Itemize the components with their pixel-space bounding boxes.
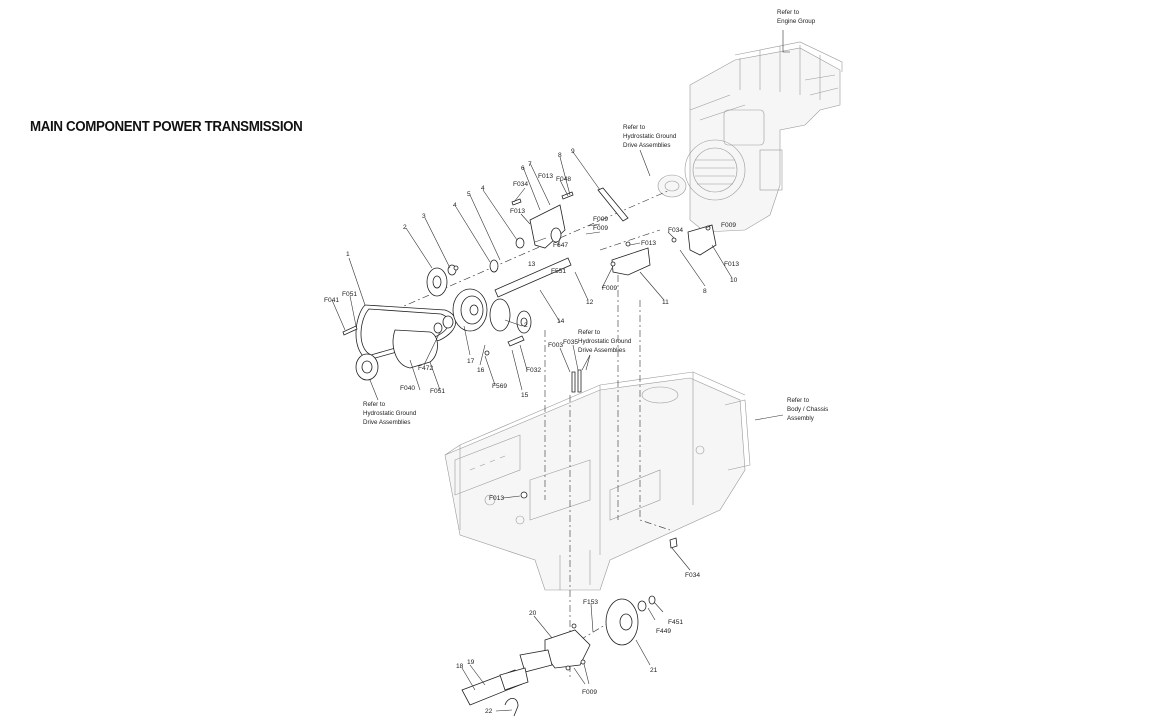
fastener-F003: F003 [548, 342, 563, 349]
chassis-illustration [444, 371, 751, 591]
fastener-F040: F040 [400, 385, 415, 392]
callout-5: 5 [467, 191, 471, 198]
ref-chassis-line3: Assembly [787, 415, 815, 422]
callout-7: 7 [528, 161, 532, 168]
callout-2: 2 [403, 224, 407, 231]
fastener-F153: F153 [583, 599, 598, 606]
fastener-F013: F013 [538, 173, 553, 180]
fastener-F032: F032 [526, 367, 541, 374]
callout-11: 11 [662, 299, 669, 306]
idler-pulley-2 [426, 267, 448, 297]
pulley-right [516, 310, 532, 334]
callout-8: 8 [703, 288, 707, 295]
clutch-pulley [452, 288, 511, 332]
fastener-F034: F034 [513, 181, 528, 188]
callout-19: 19 [467, 659, 475, 666]
callout-18: 18 [456, 663, 464, 670]
callout-20: 20 [529, 610, 537, 617]
callout-22: 22 [485, 708, 493, 715]
fastener-F451: F451 [668, 619, 683, 626]
callout-6: 6 [521, 165, 525, 172]
callout-16: 16 [477, 367, 485, 374]
clip-22 [504, 697, 519, 717]
callout-15: 15 [521, 392, 529, 399]
fastener-F041: F041 [324, 297, 339, 304]
ref-hydro-mid-line1: Refer to [578, 329, 601, 336]
ref-chassis-line1: Refer to [787, 397, 810, 404]
bracket-10 [687, 224, 717, 256]
ref-engine-line1: Refer to [777, 9, 800, 16]
callout-2: 2 [524, 322, 528, 329]
fastener-F051: F051 [430, 388, 445, 395]
gearbox-20 [519, 629, 591, 673]
rod-9 [597, 187, 629, 222]
pulley-21 [605, 595, 656, 646]
fastener-F048: F048 [556, 176, 571, 183]
drive-shaft-14 [494, 257, 572, 298]
fastener-labels: F051 F041 F040 F051 F472 F569 F032 F003 … [324, 173, 739, 696]
callout-4: 4 [481, 185, 485, 192]
fastener-F569: F569 [492, 383, 507, 390]
ref-chassis-line2: Body / Chassis [787, 406, 828, 413]
callout-1: 1 [346, 251, 350, 258]
ref-engine-line2: Engine Group [777, 18, 816, 25]
callout-3: 3 [422, 213, 426, 220]
bracket-11 [611, 247, 651, 276]
fastener-F647: F647 [553, 242, 568, 249]
shaft-18 [461, 667, 529, 706]
callout-14: 14 [557, 318, 565, 325]
ref-hydro-mid-line3: Drive Assemblies [578, 347, 625, 354]
fastener-F551: F551 [551, 268, 566, 275]
fastener-F034: F034 [685, 572, 700, 579]
callout-21: 21 [650, 667, 658, 674]
fastener-F472: F472 [418, 365, 433, 372]
ref-hydro-top-line3: Drive Assemblies [623, 142, 670, 149]
ref-hydro-top-line2: Hydrostatic Ground [623, 133, 677, 140]
pulley-lower [355, 353, 379, 381]
callout-9: 9 [571, 148, 575, 155]
fastener-F009: F009 [721, 222, 736, 229]
fastener-F035: F035 [563, 339, 578, 346]
ref-hydro-left-line1: Refer to [363, 401, 386, 408]
callout-13: 13 [528, 261, 536, 268]
reference-notes: Refer to Engine Group Refer to Hydrostat… [363, 9, 828, 426]
callout-labels: 1 2 3 4 4 5 6 7 8 9 8 10 11 12 13 14 2 1… [346, 148, 738, 715]
callout-10: 10 [730, 277, 738, 284]
leader-lines [331, 30, 790, 712]
fastener-F013: F013 [510, 208, 525, 215]
drive-belt [355, 304, 457, 369]
fastener-F009: F009 [593, 225, 608, 232]
fastener-F009: F009 [593, 216, 608, 223]
callout-17: 17 [467, 358, 475, 365]
fastener-F009: F009 [582, 689, 597, 696]
callout-8: 8 [558, 152, 562, 159]
ref-hydro-left-line2: Hydrostatic Ground [363, 410, 417, 417]
fastener-F013: F013 [641, 240, 656, 247]
callout-12: 12 [586, 299, 594, 306]
ref-hydro-left-line3: Drive Assemblies [363, 419, 410, 426]
engine-illustration [657, 41, 843, 233]
ref-hydro-top-line1: Refer to [623, 124, 646, 131]
callout-4: 4 [453, 202, 457, 209]
fastener-F449: F449 [656, 628, 671, 635]
fastener-F034: F034 [668, 227, 683, 234]
fastener-F051: F051 [342, 291, 357, 298]
page-title: MAIN COMPONENT POWER TRANSMISSION [30, 119, 303, 135]
fastener-F009: F009 [602, 285, 617, 292]
ref-hydro-mid-line2: Hydrostatic Ground [578, 338, 632, 345]
fastener-F013: F013 [724, 261, 739, 268]
fastener-F013: F013 [489, 495, 504, 502]
